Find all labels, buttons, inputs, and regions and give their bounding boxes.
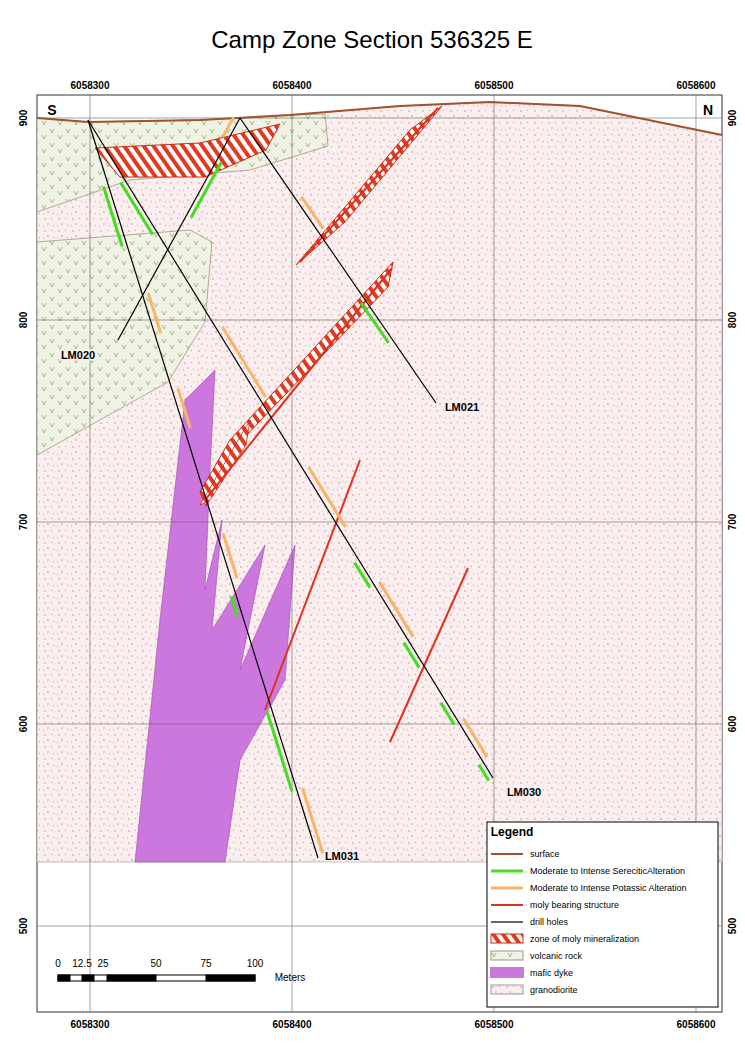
scale-unit: Meters — [275, 973, 306, 983]
alteration-interval — [121, 183, 153, 235]
elevation-label: 500 — [728, 918, 738, 935]
legend-row: surface — [490, 845, 687, 862]
alteration-interval — [309, 467, 346, 527]
legend-sample — [490, 899, 524, 910]
legend-row: drill holes — [490, 913, 687, 930]
alteration-interval — [464, 719, 487, 757]
drill-hole-label: LM021 — [444, 402, 480, 413]
alteration-interval — [303, 788, 323, 853]
legend-row: volcanic rock — [490, 947, 687, 964]
alteration-interval — [301, 197, 323, 229]
alteration-interval — [355, 563, 370, 588]
alteration-interval — [231, 596, 237, 616]
northing-label: 6058300 — [71, 1020, 110, 1030]
northing-label: 6058400 — [273, 81, 312, 91]
elevation-label: 900 — [728, 110, 738, 127]
legend-text: moly bearing structure — [530, 900, 619, 910]
northing-label: 6058600 — [677, 1020, 716, 1030]
northing-label: 6058300 — [71, 81, 110, 91]
alteration-interval — [222, 327, 265, 397]
legend-sample — [490, 933, 524, 944]
map-title: Camp Zone Section 536325 E — [211, 28, 533, 52]
alteration-interval — [178, 388, 190, 428]
scale-number: 12.5 — [72, 959, 91, 969]
legend: surfaceModerate to Intense SereciticAlte… — [490, 845, 687, 998]
elevation-label: 700 — [728, 514, 738, 531]
drill-hole-label: LM030 — [506, 787, 542, 798]
legend-row: moly bearing structure — [490, 896, 687, 913]
legend-sample — [490, 916, 524, 927]
compass-letter: N — [703, 103, 713, 117]
drill-hole-label: LM020 — [60, 350, 96, 361]
legend-text: mafic dyke — [530, 968, 573, 978]
scale-number: 50 — [150, 959, 161, 969]
alteration-interval — [267, 711, 292, 791]
alteration-interval — [223, 117, 234, 137]
elevation-label: 500 — [19, 918, 29, 935]
alteration-interval — [379, 582, 413, 637]
legend-text: zone of moly mineralization — [530, 934, 639, 944]
legend-text: surface — [530, 849, 560, 859]
alteration-interval — [479, 765, 489, 781]
elevation-label: 600 — [19, 716, 29, 733]
alteration-interval — [191, 162, 221, 217]
alteration-interval — [441, 703, 455, 725]
legend-row: Moderate to Intense Potassic Alteration — [490, 879, 687, 896]
scale-number: 25 — [97, 959, 108, 969]
alteration-interval — [223, 533, 237, 578]
alteration-interval — [404, 643, 419, 668]
northing-label: 6058400 — [273, 1020, 312, 1030]
legend-sample — [490, 865, 524, 876]
legend-row: granodiorite — [490, 981, 687, 998]
alteration-interval — [103, 186, 122, 246]
drill-hole-label: LM031 — [324, 851, 360, 862]
elevation-label: 800 — [728, 312, 738, 329]
legend-sample — [490, 950, 524, 961]
legend-text: Moderate to Intense Potassic Alteration — [530, 883, 687, 893]
scale-number: 100 — [247, 959, 264, 969]
legend-sample — [490, 882, 524, 893]
scale-number: 75 — [200, 959, 211, 969]
elevation-label: 800 — [19, 312, 29, 329]
northing-label: 6058500 — [475, 1020, 514, 1030]
legend-row: mafic dyke — [490, 964, 687, 981]
elevation-label: 600 — [728, 716, 738, 733]
legend-swatch — [490, 967, 524, 978]
alteration-interval — [148, 293, 160, 333]
elevation-label: 900 — [19, 110, 29, 127]
legend-sample — [490, 848, 524, 859]
legend-row: Moderate to Intense SereciticAlteration — [490, 862, 687, 879]
compass-letter: S — [47, 103, 56, 117]
northing-label: 6058500 — [475, 81, 514, 91]
alteration-interval — [361, 303, 389, 343]
legend-text: Moderate to Intense SereciticAlteration — [530, 866, 685, 876]
northing-label: 6058600 — [677, 81, 716, 91]
legend-text: drill holes — [530, 917, 568, 927]
legend-heading: Legend — [491, 826, 534, 838]
elevation-label: 700 — [19, 514, 29, 531]
legend-row: zone of moly mineralization — [490, 930, 687, 947]
scale-number: 0 — [55, 959, 61, 969]
legend-text: granodiorite — [530, 985, 578, 995]
legend-sample — [490, 984, 524, 995]
legend-text: volcanic rock — [530, 951, 582, 961]
